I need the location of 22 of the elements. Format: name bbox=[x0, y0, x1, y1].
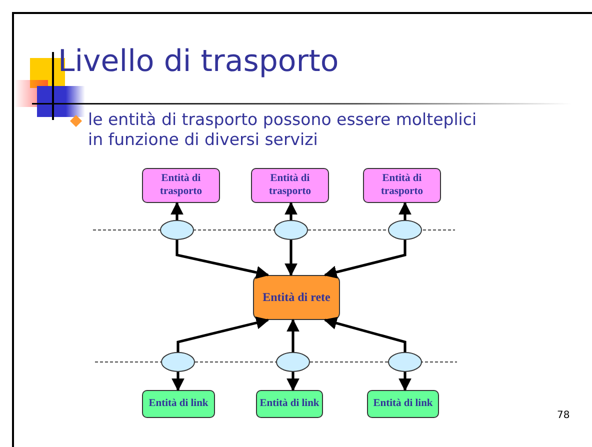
arrow bbox=[324, 240, 406, 278]
entity-box: Entità di link bbox=[367, 390, 439, 418]
arrow bbox=[176, 316, 270, 352]
bullet-text: le entità di trasporto possono essere molteplici in funzione di diversi servizi bbox=[88, 110, 478, 150]
arrow bbox=[284, 240, 298, 276]
arrow bbox=[398, 202, 412, 220]
arrow bbox=[176, 240, 270, 279]
arrow bbox=[286, 318, 300, 352]
entity-box: Entità di trasporto bbox=[142, 168, 220, 203]
entity-box: Entità di rete bbox=[253, 275, 340, 320]
slide-title: Livello di trasporto bbox=[58, 44, 339, 79]
entity-box: Entità di link bbox=[142, 390, 215, 418]
arrow bbox=[172, 372, 184, 392]
arrow bbox=[284, 202, 298, 220]
arrow bbox=[324, 316, 406, 352]
arrow bbox=[286, 372, 300, 392]
arrow bbox=[398, 372, 412, 392]
entity-box: Entità di trasporto bbox=[251, 168, 329, 203]
entity-box: Entità di trasporto bbox=[363, 168, 441, 203]
entity-box: Entità di link bbox=[256, 390, 323, 418]
page-number: 78 bbox=[557, 410, 570, 421]
arrow bbox=[170, 202, 184, 220]
